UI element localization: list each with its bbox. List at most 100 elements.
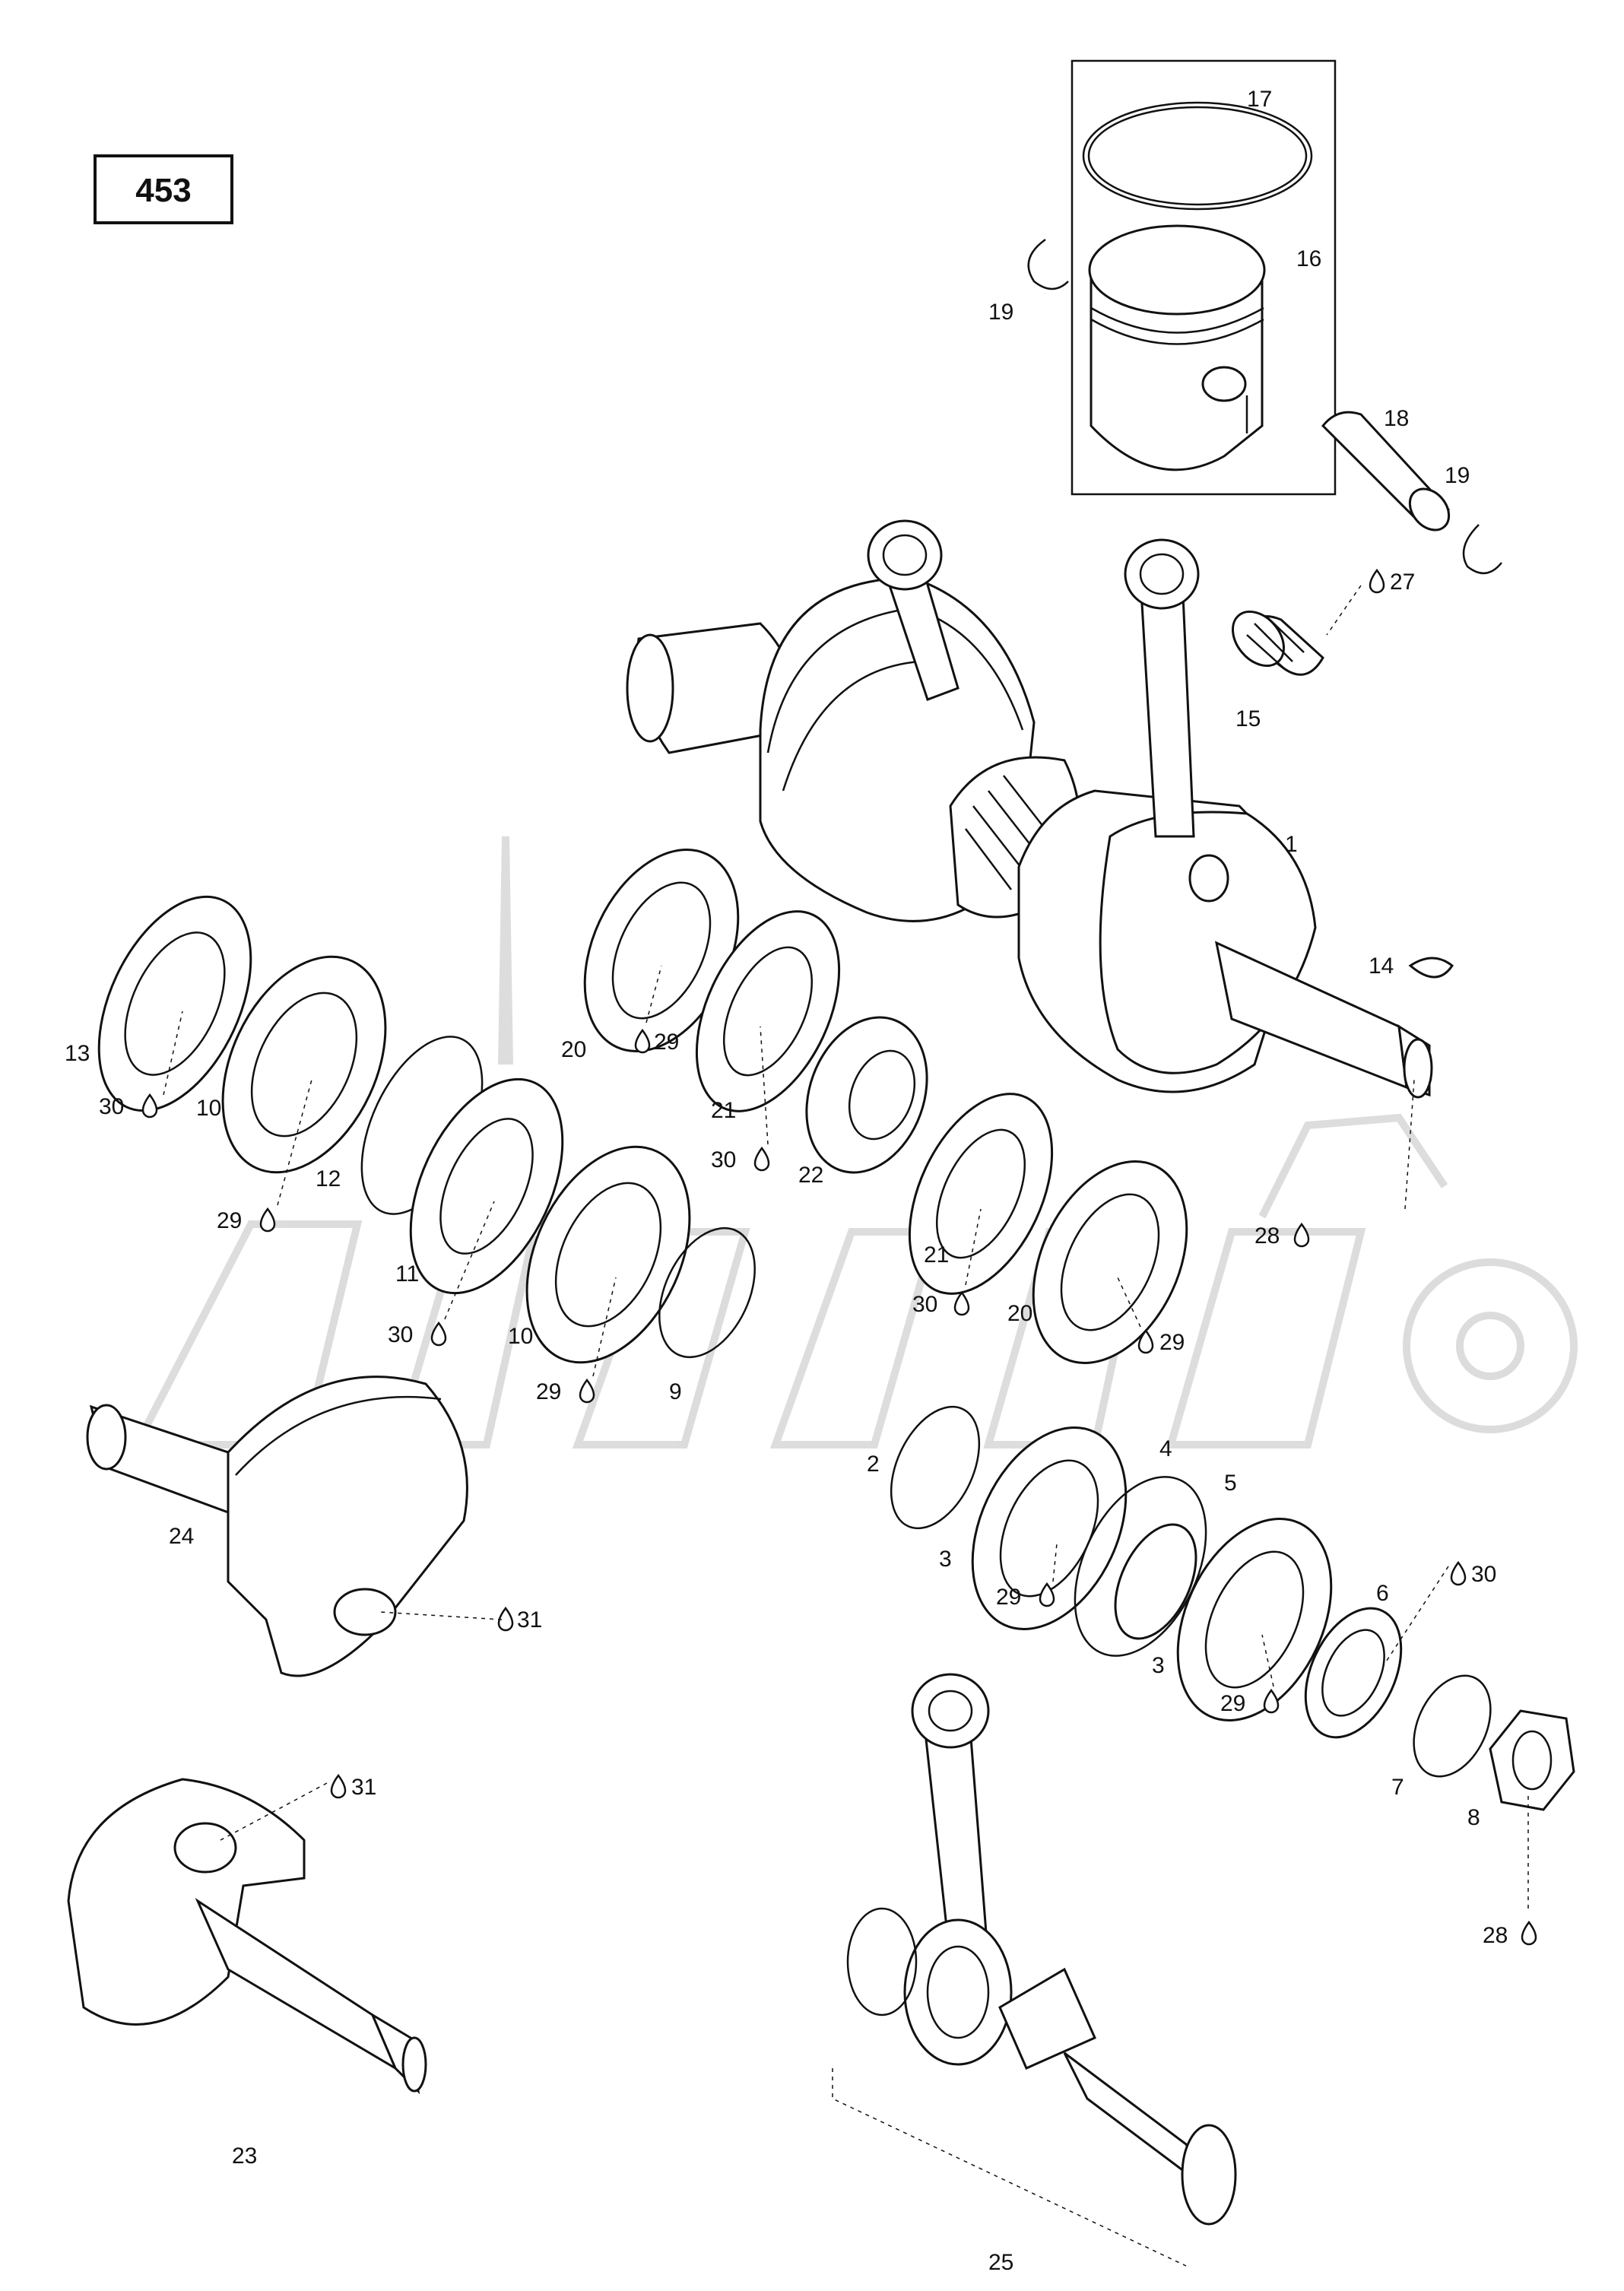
svg-text:31: 31 (517, 1607, 542, 1633)
lube-drop-icon (141, 1093, 158, 1119)
callout-11: 11 (395, 1261, 419, 1287)
svg-text:31: 31 (351, 1775, 376, 1800)
callout-19: 19 (1445, 463, 1470, 488)
svg-text:29: 29 (1220, 1691, 1245, 1716)
wrist-pin (1321, 411, 1451, 531)
callout-2: 2 (867, 1452, 880, 1477)
nut-8 (1489, 1709, 1575, 1811)
svg-text:28: 28 (1483, 1923, 1508, 1948)
svg-text:29: 29 (217, 1208, 242, 1233)
callout-25: 25 (988, 2250, 1013, 2275)
oil-seal-21-left (695, 910, 841, 1112)
lube-drop-icon (634, 1028, 651, 1054)
woodruff-key (1408, 957, 1454, 979)
washer-7 (1413, 1674, 1492, 1778)
callout-8: 8 (1467, 1805, 1480, 1830)
shim-2 (890, 1405, 981, 1530)
lube-drop-icon (953, 1290, 970, 1316)
lube-drop-icon (1263, 1688, 1280, 1714)
callout-20: 20 (561, 1037, 586, 1062)
spacer-5 (1114, 1523, 1197, 1640)
callout-30-lube: 30 (99, 1093, 158, 1119)
svg-text:29: 29 (996, 1585, 1021, 1610)
callout-13: 13 (65, 1041, 90, 1066)
callout-5: 5 (1224, 1471, 1237, 1496)
needle-bearing-small (1232, 610, 1324, 676)
svg-text:30: 30 (99, 1094, 124, 1119)
pump-gear (805, 1016, 928, 1174)
lube-drop-icon (430, 1321, 447, 1347)
callout-10: 10 (196, 1096, 221, 1121)
lube-drop-icon (1521, 1920, 1537, 1946)
callout-29-lube: 29 (536, 1378, 595, 1404)
callout-30-lube: 30 (1450, 1560, 1496, 1587)
callout-3: 3 (1152, 1653, 1165, 1678)
lube-drop-icon (1039, 1582, 1055, 1607)
lube-drop-icon (259, 1207, 276, 1233)
callout-30-lube: 30 (711, 1146, 770, 1172)
callout-30-lube: 30 (388, 1321, 447, 1347)
callout-29-lube: 29 (217, 1207, 276, 1233)
oil-seal-21-right (908, 1093, 1054, 1295)
callout-4: 4 (1159, 1436, 1172, 1461)
reference-number-box: 453 (94, 154, 233, 224)
svg-text:30: 30 (912, 1292, 937, 1317)
lube-drop-icon (1293, 1222, 1310, 1248)
svg-text:29: 29 (1159, 1330, 1185, 1355)
callout-31-lube: 31 (330, 1773, 376, 1800)
crankshaft-assembly (626, 519, 1433, 1099)
callout-7: 7 (1391, 1775, 1404, 1800)
callout-27-lube: 27 (1369, 568, 1415, 595)
svg-text:30: 30 (388, 1322, 413, 1347)
svg-text:30: 30 (1471, 1562, 1496, 1587)
lube-drop-icon (1450, 1560, 1467, 1586)
callout-31-lube: 31 (497, 1606, 542, 1633)
svg-text:27: 27 (1390, 570, 1415, 595)
connecting-rod-kit (832, 1673, 1237, 2267)
lube-drop-icon (753, 1146, 770, 1172)
callout-23: 23 (232, 2143, 257, 2169)
piston-kit-group (1027, 59, 1502, 574)
circlip-right (1462, 524, 1502, 574)
callout-16: 16 (1296, 246, 1321, 271)
callout-3: 3 (939, 1547, 952, 1572)
circlip-top (1027, 238, 1069, 290)
callout-29-lube: 29 (1220, 1688, 1280, 1716)
callout-12: 12 (316, 1166, 341, 1192)
callout-9: 9 (669, 1379, 682, 1404)
callout-18: 18 (1384, 406, 1409, 431)
callout-29-lube: 29 (1137, 1328, 1185, 1355)
half-crankshaft-23 (67, 1778, 427, 2095)
lube-drop-icon (1137, 1328, 1154, 1354)
reference-number: 453 (135, 172, 191, 209)
callout-labels: 1 2 3 3 4 5 6 7 8 9 10 10 11 12 13 14 15… (65, 87, 1537, 2275)
callout-21: 21 (924, 1242, 949, 1268)
oil-seal-13 (97, 895, 252, 1112)
svg-text:29: 29 (654, 1030, 679, 1055)
ball-bearing-b (525, 1145, 691, 1364)
callout-1: 1 (1285, 832, 1298, 857)
lube-drop-icon (1369, 568, 1385, 594)
piston-ring (1082, 101, 1313, 211)
callout-19: 19 (988, 300, 1013, 325)
callout-28-lube: 28 (1254, 1222, 1310, 1249)
lube-drop-icon (497, 1606, 514, 1632)
half-crankshaft-24 (86, 1376, 468, 1677)
callout-20: 20 (1007, 1301, 1032, 1326)
callout-17: 17 (1247, 87, 1272, 112)
callout-28-lube: 28 (1483, 1920, 1537, 1948)
lube-drop-icon (579, 1378, 595, 1404)
shim-9 (658, 1226, 756, 1359)
callout-21: 21 (711, 1098, 736, 1123)
callout-30-lube: 30 (912, 1290, 970, 1317)
piston (1088, 224, 1266, 471)
ball-bearing-f (1176, 1518, 1333, 1721)
callout-29-lube: 29 (996, 1582, 1055, 1610)
svg-text:29: 29 (536, 1379, 561, 1404)
callout-14: 14 (1369, 954, 1394, 979)
oil-seal-11 (409, 1077, 564, 1295)
ball-bearing-d (1032, 1160, 1188, 1364)
callout-15: 15 (1235, 706, 1261, 731)
callout-29-lube: 29 (634, 1028, 679, 1055)
